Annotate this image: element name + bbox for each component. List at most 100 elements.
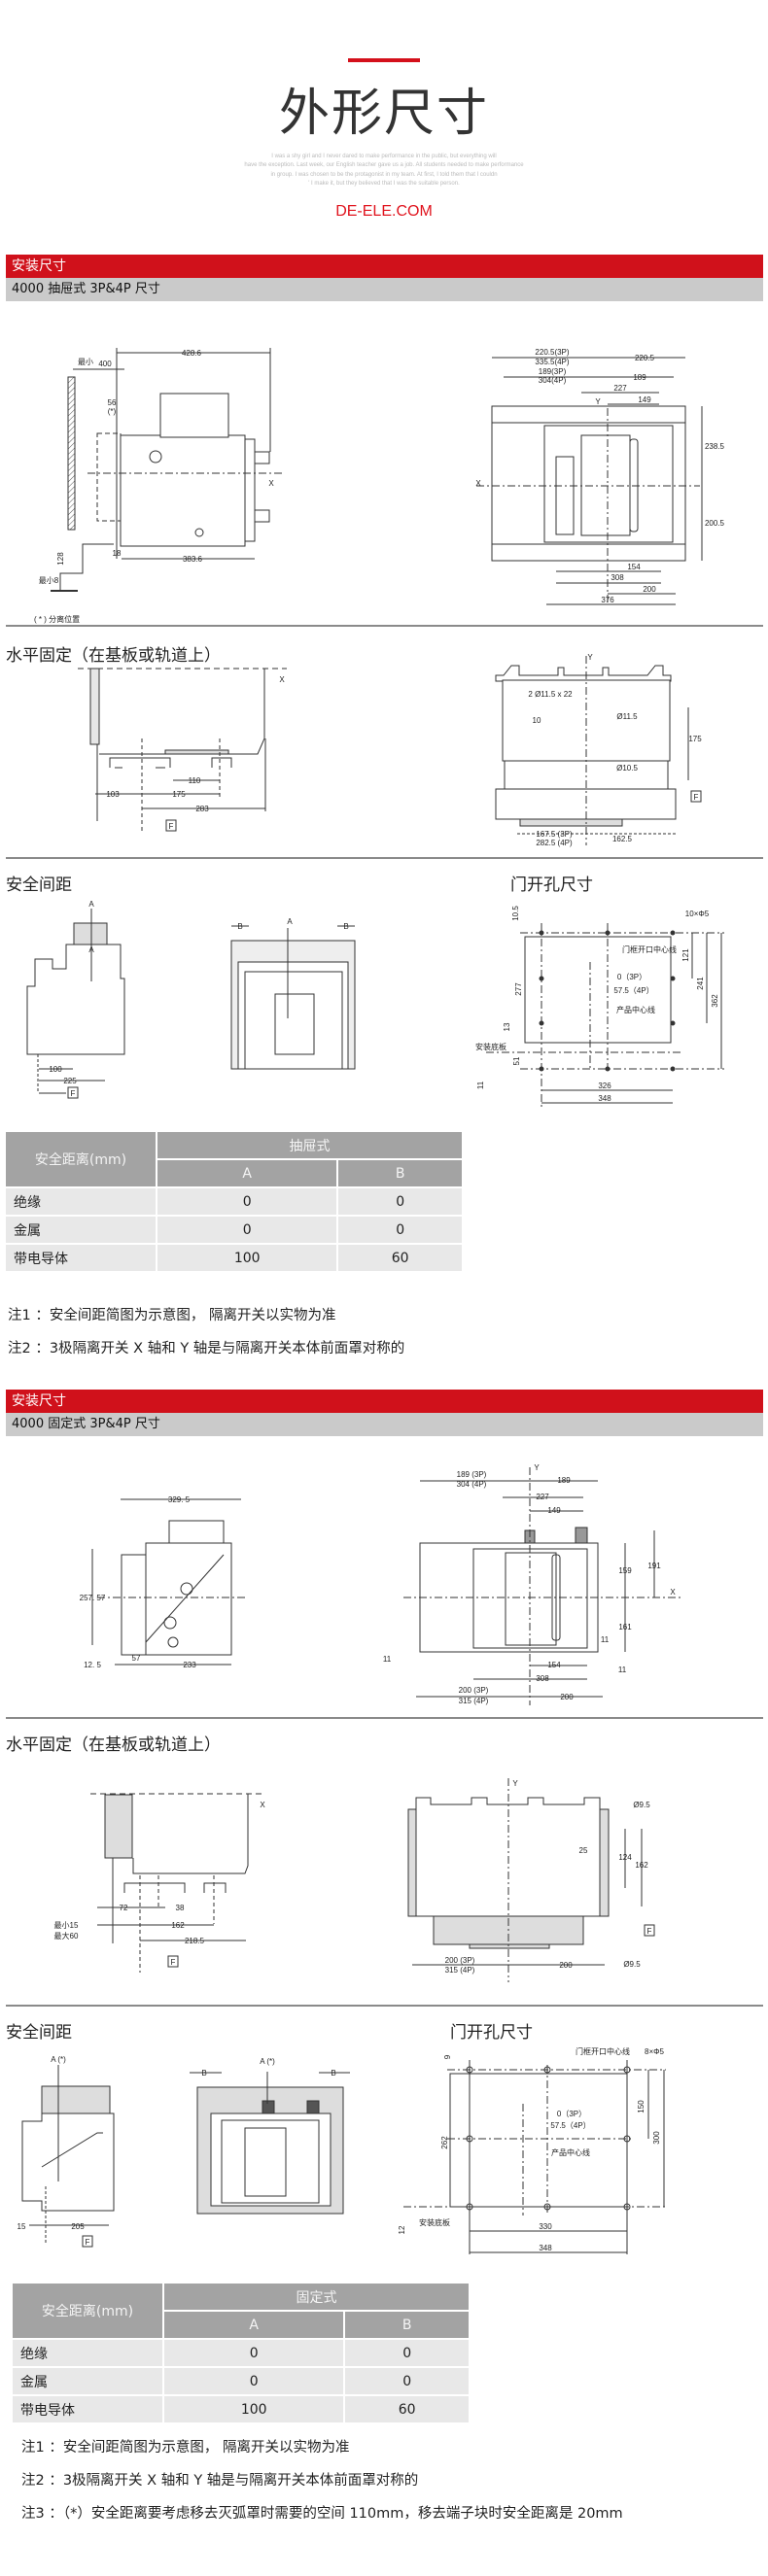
drawout-fix-front-label: 167.5 (3P): [536, 830, 573, 839]
drawout-front-label: 200: [643, 585, 656, 594]
fixed-safety-front-view: [190, 2072, 350, 2215]
drawout-door-label: 57.5（4P）: [613, 986, 653, 995]
drawout-safety-side-label: A: [88, 945, 94, 954]
fixed-fix-side-label: 最大60: [54, 1931, 79, 1941]
safety-distance-table-drawout: 安全距离(mm) 抽屉式 A B 绝缘 0 0 金属 0 0 带电导体 100 …: [4, 1130, 464, 1273]
drawout-side-label: 428.6: [182, 349, 202, 358]
divider: [6, 625, 763, 627]
fixed-door-label: 门框开口中心线: [576, 2046, 630, 2056]
drawout-front-label: X: [475, 479, 481, 488]
front-reference-box: [644, 1924, 655, 1937]
drawout-front-label: 154: [627, 563, 641, 571]
fixed-fix-front-label: 25: [579, 1846, 588, 1855]
drawout-side-view: [51, 348, 284, 592]
cell-b: 60: [336, 1243, 464, 1273]
fixed-fix-front-label: F: [647, 1927, 652, 1936]
divider: [6, 2005, 763, 2007]
row-label: 绝缘: [4, 1186, 157, 1217]
note-1: 注1 ：安全间距简图为示意图， 隔离开关以实物为准: [21, 2440, 350, 2456]
fixed-fix-front-label: Y: [512, 1779, 518, 1788]
fixed-front-view: [403, 1467, 681, 1705]
title-accent-bar: [348, 58, 420, 62]
fixed-side-label: 233: [183, 1661, 196, 1669]
divider: [6, 1717, 763, 1719]
fixed-fix-side-label: 最小15: [54, 1921, 79, 1930]
drawout-fix-side-label: 175: [172, 790, 186, 799]
drawout-door-label: 10×Φ5: [685, 910, 710, 918]
filler-line: have the exception. Last week, our Engli…: [244, 162, 524, 169]
table-corner-header: 安全距离(mm): [4, 1130, 157, 1188]
drawout-front-label: 304(4P): [539, 376, 567, 385]
drawout-door-label: 门框开口中心线: [622, 945, 677, 954]
drawout-fix-front-label: 162.5: [612, 835, 633, 843]
cell-b: 60: [343, 2394, 471, 2424]
fixed-front-label: 159: [618, 1566, 632, 1575]
fixed-side-label: 257. 57: [80, 1594, 106, 1602]
cell-a: 0: [155, 1215, 339, 1245]
drawout-fix-front-label: F: [694, 793, 699, 802]
fixed-fix-front-label: 315 (4P): [445, 1966, 475, 1975]
heading-horizontal-fixing: 水平固定（在基板或轨道上）: [6, 1735, 221, 1755]
fixed-safety-side-label: F: [86, 2238, 90, 2247]
safety-distance-table-fixed: 安全距离(mm) 固定式 A B 绝缘 0 0 金属 0 0 带电导体 100 …: [11, 2282, 471, 2424]
fixed-safety-side-label: 205: [71, 2222, 85, 2231]
heading-door-cutout: 门开孔尺寸: [450, 2023, 533, 2043]
fixed-door-label: 150: [637, 2100, 646, 2113]
drawout-side-label: 最小: [78, 358, 93, 366]
section-subtitle-fixed: 4000 固定式 3P&4P 尺寸: [6, 1413, 763, 1436]
cell-a: 0: [155, 1186, 339, 1217]
drawout-door-label: 0（3P）: [617, 973, 646, 981]
table-row: 带电导体 100 60: [4, 1243, 464, 1273]
drawout-fixing-side-view: [78, 668, 287, 831]
front-reference-box: [82, 2235, 93, 2248]
drawout-front-label: 227: [613, 384, 627, 393]
fixed-safety-front-label: A (*): [260, 2057, 275, 2066]
drawout-front-label: 149: [638, 395, 651, 404]
drawout-side-label: (*): [108, 407, 117, 416]
note-1: 注1 ：安全间距简图为示意图， 隔离开关以实物为准: [8, 1308, 336, 1323]
fixed-door-label: 8×Φ5: [645, 2047, 665, 2056]
row-label: 绝缘: [11, 2338, 164, 2368]
drawout-fix-front-label: Ø11.5: [616, 712, 638, 721]
drawout-door-label: 51: [512, 1056, 521, 1065]
drawout-side-label: 383.6: [183, 555, 203, 564]
drawout-safety-side-label: A: [88, 900, 94, 909]
drawout-front-label: 308: [611, 573, 624, 582]
fixed-fix-side-label: 38: [176, 1904, 185, 1912]
drawout-side-label: X: [268, 479, 274, 488]
drawout-door-label: 348: [598, 1094, 611, 1103]
table-col-a: A: [161, 2310, 346, 2340]
table-row: 绝缘 0 0: [4, 1186, 464, 1217]
drawout-front-label: 189(3P): [539, 367, 567, 376]
drawout-door-label: 10.5: [511, 906, 520, 921]
drawout-side-label: 400: [98, 360, 112, 368]
cell-a: 0: [161, 2338, 346, 2368]
drawout-door-label: 362: [711, 994, 719, 1008]
table-col-b: B: [336, 1158, 464, 1188]
cell-a: 0: [161, 2366, 346, 2396]
drawout-safety-side-label: 225: [63, 1077, 77, 1085]
table-corner-header: 安全距离(mm): [11, 2282, 164, 2340]
fixed-front-label: 200 (3P): [459, 1686, 489, 1695]
fixed-door-label: 262: [440, 2136, 449, 2149]
drawout-front-label: 220.5(3P): [535, 348, 569, 357]
fixed-safety-front-label: B: [201, 2069, 206, 2078]
table-col-a: A: [155, 1158, 339, 1188]
table-group-header: 抽屉式: [156, 1130, 464, 1160]
fixed-front-label: 308: [536, 1674, 549, 1683]
fixed-front-label: 149: [547, 1506, 561, 1515]
drawout-fix-front-label: 10: [533, 716, 541, 725]
fixed-fix-side-label: 72: [120, 1904, 128, 1912]
row-label: 带电导体: [4, 1243, 157, 1273]
fixed-fixing-front-view: [407, 1778, 643, 1982]
drawout-door-cutout: [486, 923, 724, 1108]
fixed-front-label: 304 (4P): [457, 1480, 487, 1489]
section-subtitle-drawout: 4000 抽屉式 3P&4P 尺寸: [6, 278, 763, 301]
drawout-door-label: 241: [696, 977, 705, 990]
heading-safety-clearance: 安全间距: [6, 876, 72, 895]
fixed-fixing-side-view: [90, 1793, 262, 1973]
fixed-door-label: 57.5（4P）: [550, 2121, 590, 2130]
table-row: 带电导体 100 60: [11, 2394, 471, 2424]
fixed-front-label: 154: [547, 1661, 561, 1669]
